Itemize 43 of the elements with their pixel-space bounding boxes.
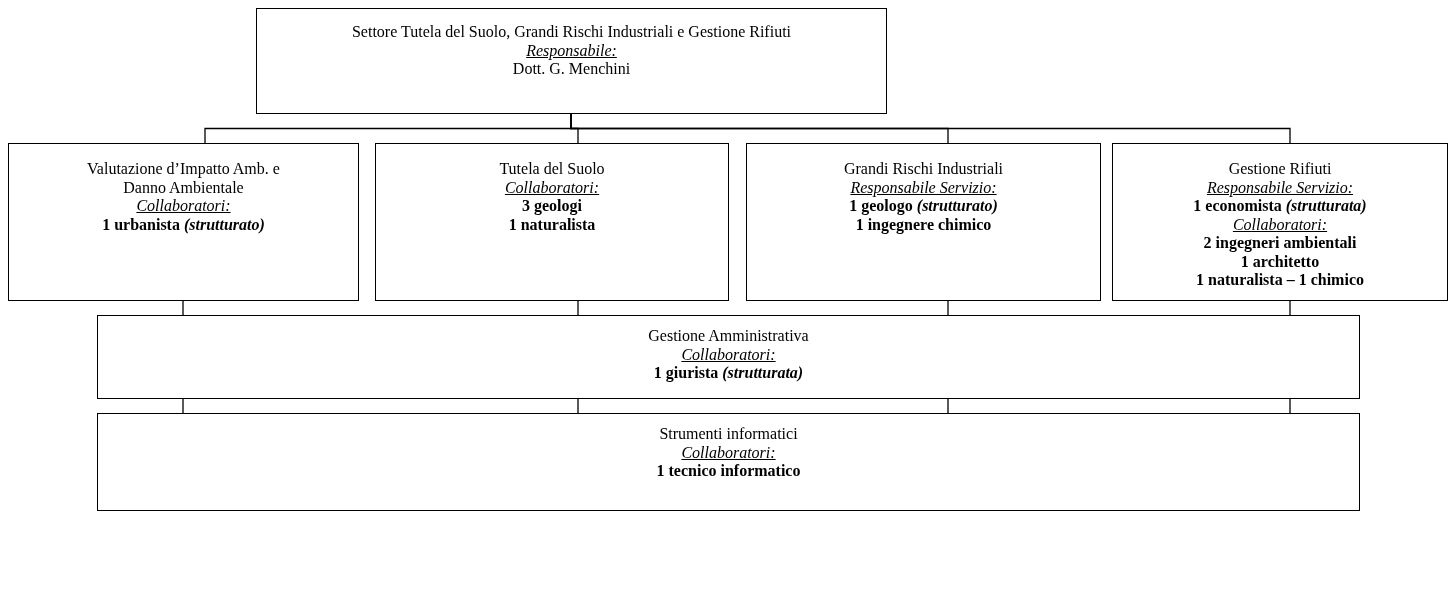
staff-text: 1 architetto xyxy=(1240,252,1320,271)
staff-text: 1 tecnico informatico xyxy=(656,462,801,481)
staff-text: 2 ingegneri ambientali xyxy=(1203,234,1357,253)
unit-title: Gestione Amministrativa xyxy=(648,327,809,346)
role-label: Responsabile: xyxy=(526,41,617,60)
role-label: Responsabile Servizio: xyxy=(850,178,997,197)
unit-title: Strumenti informatici xyxy=(659,425,798,444)
staff-text: 1 naturalista xyxy=(508,215,596,234)
org-unit-box xyxy=(97,413,1360,511)
connector-line xyxy=(577,398,579,414)
unit-title: Dott. G. Menchini xyxy=(512,60,631,79)
connector-line xyxy=(182,398,184,414)
org-unit-box xyxy=(256,8,887,114)
unit-title: Gestione Rifiuti xyxy=(1228,160,1332,179)
connector-line xyxy=(182,300,184,316)
org-unit-box xyxy=(375,143,729,301)
org-unit-box xyxy=(97,315,1360,399)
org-unit-box xyxy=(746,143,1101,301)
role-label: Collaboratori: xyxy=(1232,215,1328,234)
connector-line xyxy=(1289,398,1291,414)
unit-title: Tutela del Suolo xyxy=(499,160,605,179)
staff-text: 1 giurista (strutturata) xyxy=(653,364,804,383)
connector-line xyxy=(947,398,949,414)
staff-text: 1 ingegnere chimico xyxy=(855,215,992,234)
unit-title: Valutazione d’Impatto Amb. e Danno Ambientale xyxy=(86,160,281,197)
unit-title: Settore Tutela del Suolo, Grandi Rischi Industriali e Gestione Rifiuti xyxy=(351,23,792,42)
connector-line xyxy=(947,300,949,316)
connector-line xyxy=(1289,300,1291,316)
role-label: Collaboratori: xyxy=(681,345,776,364)
role-label: Collaboratori: xyxy=(136,197,231,216)
connector-line xyxy=(577,300,579,316)
org-unit-box xyxy=(1112,143,1448,301)
org-unit-box xyxy=(8,143,359,301)
unit-title: Grandi Rischi Industriali xyxy=(843,160,1004,179)
role-label: Responsabile Servizio: xyxy=(1206,178,1354,197)
staff-text: 1 urbanista (strutturato) xyxy=(102,215,265,234)
staff-text: 1 geologo (strutturato) xyxy=(849,197,998,216)
connector-line xyxy=(570,113,1291,144)
staff-text: 1 naturalista – 1 chimico xyxy=(1196,271,1364,290)
role-label: Collaboratori: xyxy=(681,443,776,462)
role-label: Collaboratori: xyxy=(504,178,600,197)
staff-text: 1 economista (strutturata) xyxy=(1193,197,1367,216)
staff-text: 3 geologi xyxy=(522,197,582,216)
